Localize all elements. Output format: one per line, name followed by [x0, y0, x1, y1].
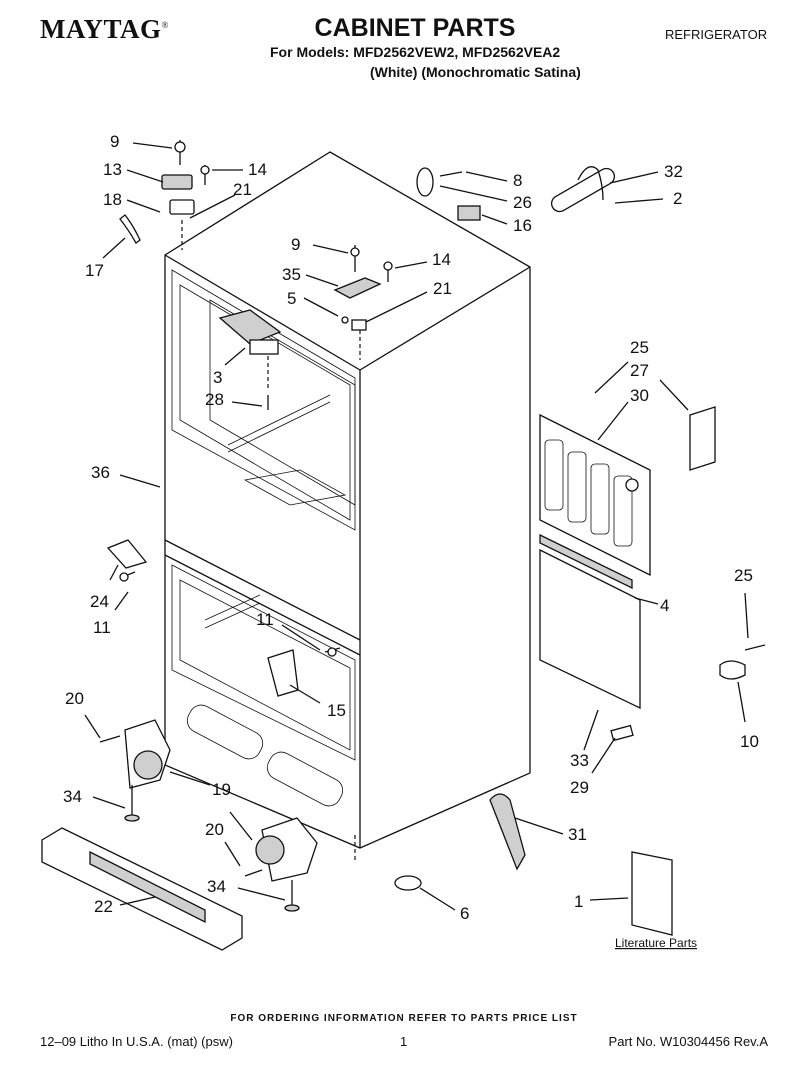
callout-36: 36: [91, 463, 110, 482]
callout-9-center: 9: [291, 235, 300, 254]
page-number: 1: [400, 1034, 408, 1049]
callout-30: 30: [630, 386, 649, 405]
callout-5: 5: [287, 289, 296, 308]
litho-info: 12–09 Litho In U.S.A. (mat) (psw): [40, 1034, 233, 1049]
callout-3: 3: [213, 368, 222, 387]
callout-21: 21: [233, 180, 252, 199]
top-right-parts: [416, 166, 616, 221]
callout-14-center: 14: [432, 250, 451, 269]
callout-13: 13: [103, 160, 122, 179]
callout-19: 19: [212, 780, 231, 799]
product-category: REFRIGERATOR: [665, 27, 768, 42]
callout-9: 9: [110, 132, 119, 151]
clamp-and-screw: [719, 644, 766, 680]
top-hinge-left: [119, 140, 210, 250]
callout-18: 18: [103, 190, 122, 209]
brand-name: MAYTAG: [40, 14, 162, 44]
callout-8: 8: [513, 171, 522, 190]
callout-26: 26: [513, 193, 532, 212]
callout-21-center: 21: [433, 279, 452, 298]
callout-31: 31: [568, 825, 587, 844]
model-colors: (White) (Monochromatic Satina): [370, 64, 581, 80]
callout-25: 25: [630, 338, 649, 357]
callout-34-right: 34: [207, 877, 226, 896]
callout-24: 24: [90, 592, 109, 611]
callout-17: 17: [85, 261, 104, 280]
callout-20: 20: [65, 689, 84, 708]
rollers-and-levelers: [99, 719, 356, 912]
callout-28: 28: [205, 390, 224, 409]
drawer-slide-brackets: [106, 539, 341, 697]
callout-27: 27: [630, 361, 649, 380]
registered-mark: ®: [161, 20, 169, 30]
leader-lines: [84, 142, 749, 911]
callout-6: 6: [460, 904, 469, 923]
callout-11-drawer: 11: [256, 610, 274, 629]
callout-2: 2: [673, 189, 682, 208]
callout-34: 34: [63, 787, 82, 806]
callout-1: 1: [574, 892, 583, 911]
callout-16: 16: [513, 216, 532, 235]
page-title: CABINET PARTS: [314, 14, 516, 42]
literature-parts-label: Literature Parts: [615, 936, 697, 950]
freezer-light-and-bracket: [218, 309, 282, 410]
callout-10: 10: [740, 732, 759, 751]
callout-14: 14: [248, 160, 267, 179]
model-numbers: For Models: MFD2562VEW2, MFD2562VEA2: [270, 44, 561, 60]
callout-33: 33: [570, 751, 589, 770]
callout-25-clamp: 25: [734, 566, 753, 585]
ordering-note: FOR ORDERING INFORMATION REFER TO PARTS …: [230, 1013, 578, 1024]
misc-small-parts: [394, 724, 673, 936]
top-hinge-center: [333, 245, 393, 360]
callout-32: 32: [664, 162, 683, 181]
refrigerator-cabinet: [164, 151, 531, 849]
callout-20-right: 20: [205, 820, 224, 839]
brand-logo: MAYTAG®: [40, 14, 169, 45]
callout-4: 4: [660, 596, 669, 615]
callout-22: 22: [94, 897, 113, 916]
callout-11: 11: [93, 618, 111, 637]
callout-29: 29: [570, 778, 589, 797]
toe-grille: [41, 827, 243, 951]
callout-35: 35: [282, 265, 301, 284]
callout-15: 15: [327, 701, 346, 720]
rear-access-cover: [539, 406, 716, 710]
part-number: Part No. W10304456 Rev.A: [608, 1034, 768, 1049]
